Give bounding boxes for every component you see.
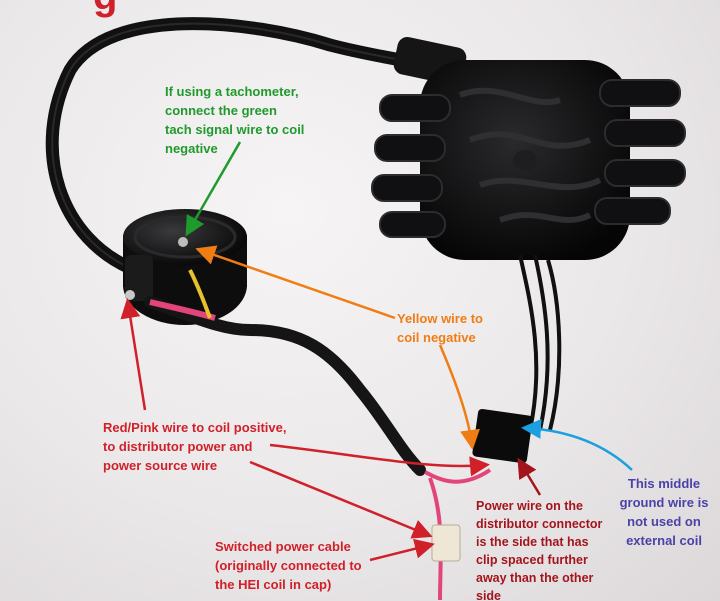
wire-harness: [144, 254, 562, 601]
red-arrow-to-power-cable: [249, 460, 433, 539]
switched-power-annotation: Switched power cable (originally connect…: [215, 539, 362, 592]
ground-wire-annotation: This middle ground wire is not used on e…: [619, 476, 709, 548]
red-arrow-to-coil: [120, 298, 147, 411]
yellow-wire-annotation: Yellow wire to coil negative: [397, 311, 483, 345]
red-pink-wire-annotation: Red/Pink wire to coil positive, to distr…: [103, 420, 287, 473]
title-fragment: g: [93, 0, 117, 19]
distributor-cap: [371, 60, 686, 260]
yellow-arrow-to-coil: [195, 245, 396, 320]
power-wire-arrow: [517, 457, 542, 496]
power-wire-annotation: Power wire on the distributor connector …: [476, 499, 603, 601]
tach-annotation: If using a tachometer, connect the green…: [165, 84, 305, 156]
red-arrow-to-connector: [269, 443, 490, 477]
switched-arrow: [369, 538, 435, 562]
ground-arrow: [521, 418, 633, 471]
yellow-arrow-to-connector: [438, 344, 480, 450]
tach-arrow: [185, 141, 242, 237]
